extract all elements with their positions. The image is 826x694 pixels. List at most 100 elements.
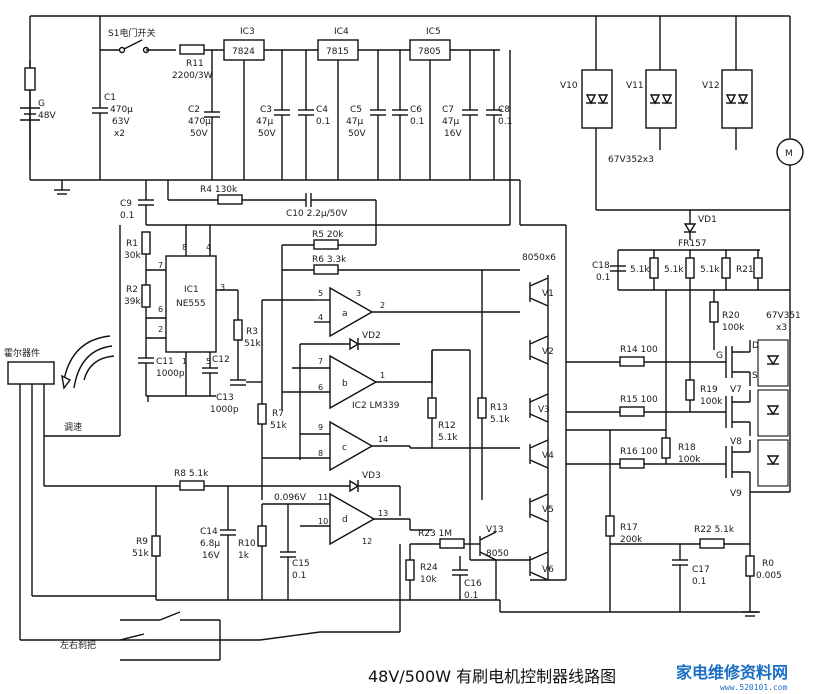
c15-name: C15: [292, 559, 310, 569]
ic1-pin8: 8: [182, 243, 187, 252]
r3-name: R3: [246, 327, 258, 337]
ic1-pin4: 4: [206, 243, 211, 252]
r10-name: R10: [238, 539, 256, 549]
snubber-r-b: 5.1k: [664, 265, 684, 275]
v11-label: V11: [626, 81, 644, 91]
r13-value: 5.1k: [490, 415, 510, 425]
c9-name: C9: [120, 199, 132, 209]
ic1-name: IC1: [184, 285, 199, 295]
comp-c-label: c: [342, 443, 347, 453]
v2-label: V2: [542, 347, 554, 357]
ic1-pin1: 1: [182, 357, 187, 366]
switch-s1: S1电门开关: [100, 27, 176, 54]
c13-value: 1000p: [210, 405, 239, 415]
ic5-name: IC5: [426, 27, 441, 37]
r9-value: 51k: [132, 549, 149, 559]
c13-name: C13: [216, 393, 234, 403]
v7-label: V7: [730, 385, 742, 395]
a-pin5: 5: [318, 289, 323, 298]
r12-name: R12: [438, 421, 456, 431]
ic1-pin5: 5: [206, 357, 211, 366]
r6-label: R6 3.3k: [312, 255, 347, 265]
v13-name: V13: [486, 525, 504, 535]
transistor-v1: V1: [529, 277, 554, 307]
r7-value: 51k: [270, 421, 287, 431]
r11-name: R11: [186, 59, 204, 69]
mosfet-part: 67V351: [766, 311, 801, 321]
r5-label: R5 20k: [312, 230, 344, 240]
watermark-site: www.520101.com: [720, 683, 788, 692]
c16-value: 0.1: [464, 591, 478, 601]
r11-value: 2200/3W: [172, 71, 213, 81]
comparator-d: d 11 10 13 12 0.096V: [262, 492, 411, 546]
diode-vd1: VD1 FR157: [678, 210, 717, 249]
c7-voltage: 16V: [444, 129, 462, 139]
capacitor-c6: C6 0.1: [392, 50, 424, 180]
b-pin7: 7: [318, 357, 323, 366]
transistor-v4: V4: [529, 439, 554, 469]
ic1-pin3: 3: [220, 283, 225, 292]
ic3-part: 7824: [232, 47, 255, 57]
c7-value: 47μ: [442, 117, 459, 127]
current-sense: R8 5.1k R9 51k C14 6.8μ 16V R10 1k C15 0…: [70, 430, 782, 617]
v5-label: V5: [542, 505, 554, 515]
c1-voltage: 63V: [112, 117, 130, 127]
c2-name: C2: [188, 105, 200, 115]
mosfet-v8: V8: [725, 389, 789, 447]
comparator-b: b 7 6 1 IC2 LM339: [282, 349, 530, 561]
d-pin11: 11: [318, 493, 328, 502]
r2-value: 39k: [124, 297, 141, 307]
transistor-v3: V3: [529, 393, 550, 423]
c5-voltage: 50V: [348, 129, 366, 139]
c4-value: 0.1: [316, 117, 330, 127]
c11-name: C11: [156, 357, 174, 367]
r19-name: R19: [700, 385, 718, 395]
v8-label: V8: [730, 437, 742, 447]
v7-gate: G: [716, 351, 723, 361]
vd2-label: VD2: [362, 331, 381, 341]
v1-label: V1: [542, 289, 554, 299]
comparators: a 5 4 3 2 VD2 b 7 6 1 IC2 LM339: [262, 286, 530, 561]
d-pin10: 10: [318, 517, 328, 526]
ic1-pin7: 7: [158, 261, 163, 270]
capacitor-c2: C2 470μ 50V: [188, 50, 220, 180]
c3-name: C3: [260, 105, 272, 115]
freewheel-diodes: V10 V11 V12 67V352x3: [560, 16, 790, 211]
c17-name: C17: [692, 565, 710, 575]
switch-label: S1电门开关: [108, 27, 155, 39]
c14-value: 6.8μ: [200, 539, 220, 549]
regulator-ic3: IC3 7824: [223, 27, 318, 180]
c3-value: 47μ: [256, 117, 273, 127]
c11-value: 1000p: [156, 369, 185, 379]
a-pin3: 3: [356, 289, 361, 298]
r1-value: 30k: [124, 251, 141, 261]
battery-voltage: 48V: [38, 111, 56, 121]
ic3-name: IC3: [240, 27, 255, 37]
r20-value: 100k: [722, 323, 745, 333]
r14-label: R14 100: [620, 345, 658, 355]
r20-name: R20: [722, 311, 740, 321]
v3-label: V3: [538, 405, 550, 415]
c18-value: 0.1: [596, 273, 610, 283]
c8-name: C8: [498, 105, 510, 115]
motor-label: M: [785, 149, 793, 159]
vd1-label: VD1: [698, 215, 717, 225]
snubber-network: C18 0.1 5.1k 5.1k 5.1k R21 R20 100k: [592, 249, 790, 350]
c14-name: C14: [200, 527, 218, 537]
ic4-part: 7815: [326, 47, 349, 57]
battery-label: G: [38, 99, 45, 109]
r15-label: R15 100: [620, 395, 658, 405]
c-pin9: 9: [318, 423, 323, 432]
c1-count: x2: [114, 129, 125, 139]
d-pin13: 13: [378, 509, 388, 518]
r13-name: R13: [490, 403, 508, 413]
r9-name: R9: [136, 537, 148, 547]
c-pin8: 8: [318, 449, 323, 458]
v9-label: V9: [730, 489, 742, 499]
r16-label: R16 100: [620, 447, 658, 457]
diode-vd3: VD3: [262, 471, 401, 516]
r7-name: R7: [272, 409, 284, 419]
capacitor-c1: C1 470μ 63V x2: [92, 16, 133, 180]
watermark-text: 家电维修资料网: [676, 663, 788, 682]
r18-value: 100k: [678, 455, 701, 465]
